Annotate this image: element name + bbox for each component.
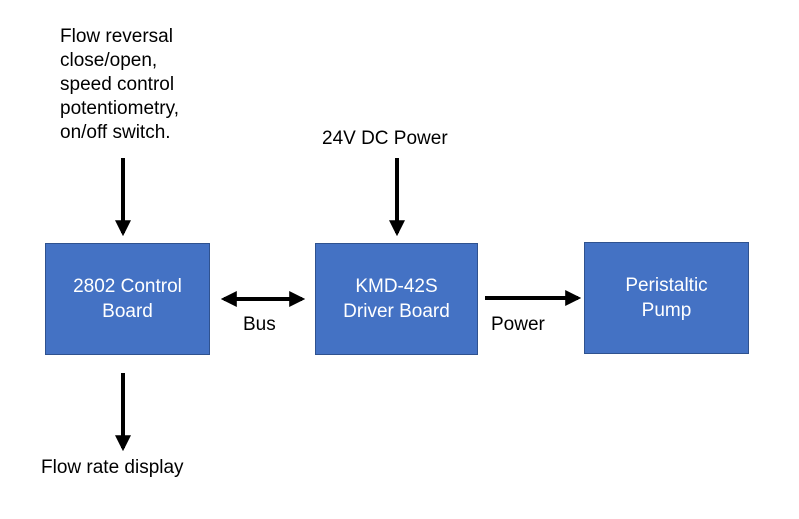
control-input-line: potentiometry, bbox=[60, 98, 179, 119]
bus-label: Bus bbox=[243, 314, 276, 335]
block-label-line: 2802 Control bbox=[73, 276, 182, 297]
block-label-line: Board bbox=[102, 301, 153, 322]
flow-rate-display-label: Flow rate display bbox=[41, 457, 184, 478]
block-label-line: KMD-42S bbox=[355, 276, 438, 297]
control-board-block: 2802 Control Board bbox=[45, 243, 210, 355]
control-input-line: close/open, bbox=[60, 50, 158, 71]
driver-board-block: KMD-42S Driver Board bbox=[315, 243, 478, 355]
block-label-line: Pump bbox=[641, 300, 692, 321]
block-label-line: Driver Board bbox=[343, 301, 450, 322]
power-connection-label: Power bbox=[491, 314, 545, 335]
control-input-line: on/off switch. bbox=[60, 122, 171, 143]
control-inputs-label: Flow reversal close/open, speed control … bbox=[60, 25, 179, 145]
power-input-label: 24V DC Power bbox=[322, 128, 448, 149]
block-label-line: Peristaltic bbox=[625, 275, 708, 296]
pump-block: Peristaltic Pump bbox=[584, 242, 749, 354]
control-input-line: Flow reversal bbox=[60, 26, 173, 47]
control-input-line: speed control bbox=[60, 74, 175, 95]
